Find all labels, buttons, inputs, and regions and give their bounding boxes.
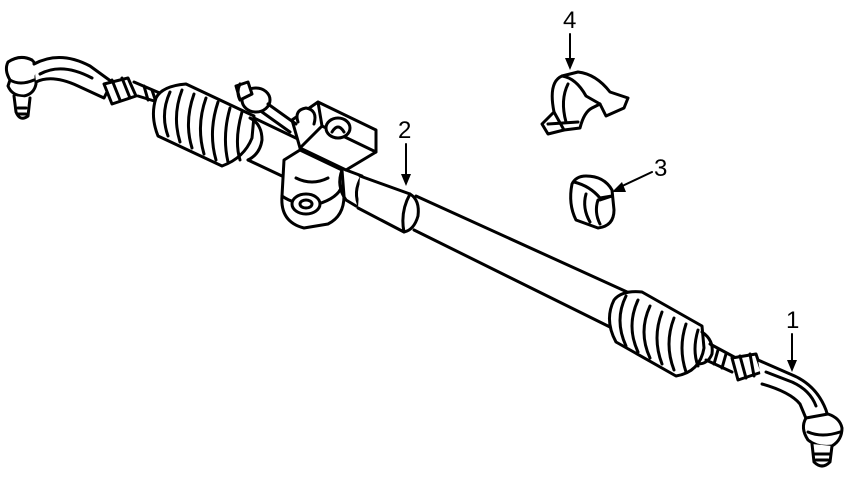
arrowhead-icon: [612, 182, 626, 192]
rack-tube: [356, 174, 638, 332]
callout-label-2: 2: [398, 117, 411, 144]
arrowhead-icon: [565, 58, 575, 70]
callout-4: 4: [563, 7, 576, 70]
left-bellows-boot: [151, 82, 264, 168]
right-tie-rod-end: [704, 342, 844, 468]
arrowhead-icon: [401, 174, 411, 186]
gear-housing: [234, 80, 378, 230]
mount-bushing: [569, 174, 616, 230]
callout-label-3: 3: [654, 155, 667, 182]
callout-label-1: 1: [786, 307, 799, 334]
left-tie-rod-end: [4, 55, 166, 120]
callout-3: 3: [612, 155, 667, 192]
right-bellows-boot: [608, 290, 714, 378]
callout-2: 2: [398, 117, 411, 186]
callout-label-4: 4: [563, 7, 576, 34]
arrowhead-icon: [787, 360, 797, 372]
mount-bracket: [540, 70, 630, 136]
callout-1: 1: [786, 307, 799, 372]
